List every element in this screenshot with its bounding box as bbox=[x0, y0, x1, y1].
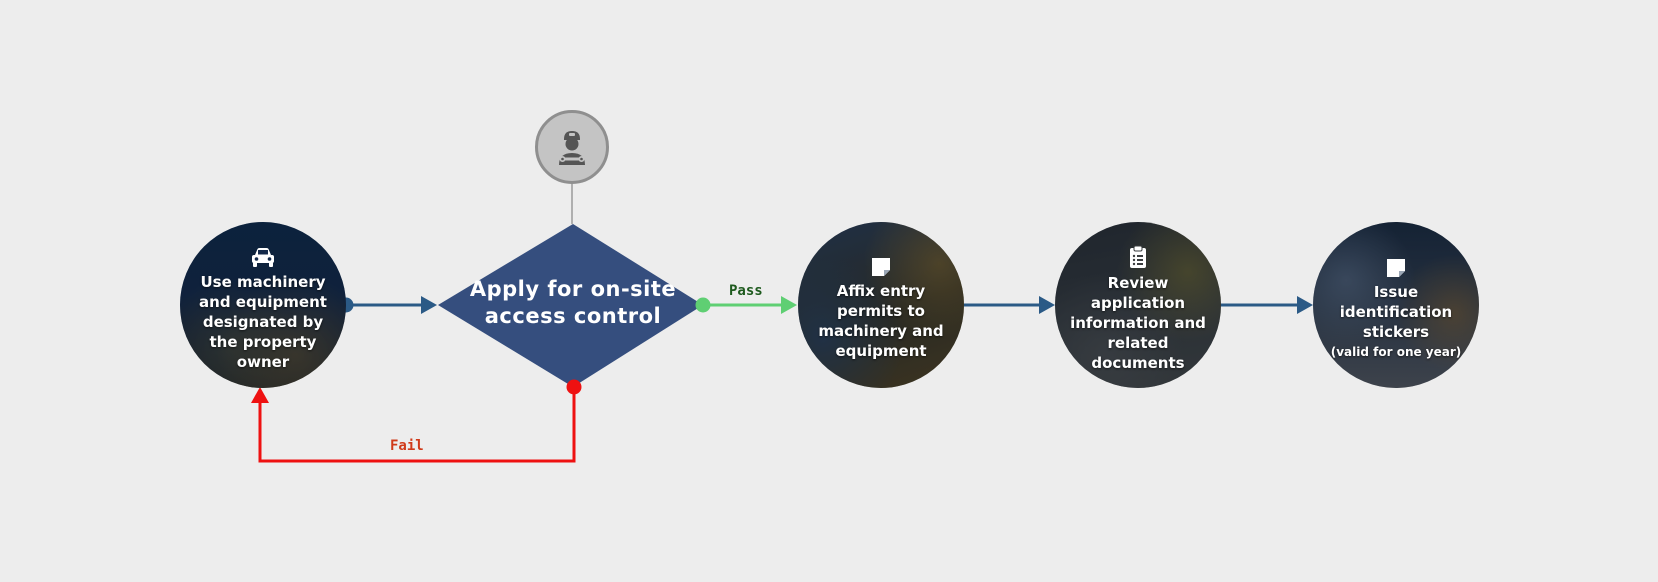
step-label: Use machinery and equipment designated b… bbox=[199, 273, 327, 371]
step-review-application: Review application information and relat… bbox=[1055, 222, 1221, 388]
edge-pass bbox=[695, 296, 797, 314]
edge-fail bbox=[251, 379, 582, 463]
edge-node3-to-node4 bbox=[964, 296, 1055, 314]
mechanic-icon bbox=[559, 131, 585, 165]
step-label: Affix entry permits to machinery and equ… bbox=[818, 282, 944, 360]
fail-label: Fail bbox=[390, 438, 424, 454]
sticky-note-icon bbox=[872, 258, 890, 276]
pass-dot bbox=[695, 297, 711, 313]
step-use-machinery: Use machinery and equipment designated b… bbox=[180, 222, 346, 388]
sticky-note-icon bbox=[1387, 259, 1405, 277]
fail-dot bbox=[566, 379, 582, 395]
edge-node1-to-decision bbox=[338, 296, 437, 314]
actor-avatar bbox=[535, 110, 609, 184]
step-label: Review application information and relat… bbox=[1070, 274, 1206, 372]
step-affix-permits: Affix entry permits to machinery and equ… bbox=[798, 222, 964, 388]
pass-label: Pass bbox=[729, 283, 763, 299]
step-background-image bbox=[1313, 222, 1479, 388]
step-sublabel: (valid for one year) bbox=[1330, 345, 1462, 359]
step-label: Issue identification stickers bbox=[1339, 283, 1453, 341]
decision-label: Apply for on-site access control bbox=[469, 277, 677, 328]
step-issue-stickers: Issue identification stickers (valid for… bbox=[1313, 222, 1479, 388]
car-icon bbox=[252, 248, 274, 267]
edge-node4-to-node5 bbox=[1221, 296, 1313, 314]
decision-diamond bbox=[438, 224, 703, 387]
clipboard-list-icon bbox=[1130, 245, 1146, 268]
step-background-image bbox=[798, 222, 964, 388]
